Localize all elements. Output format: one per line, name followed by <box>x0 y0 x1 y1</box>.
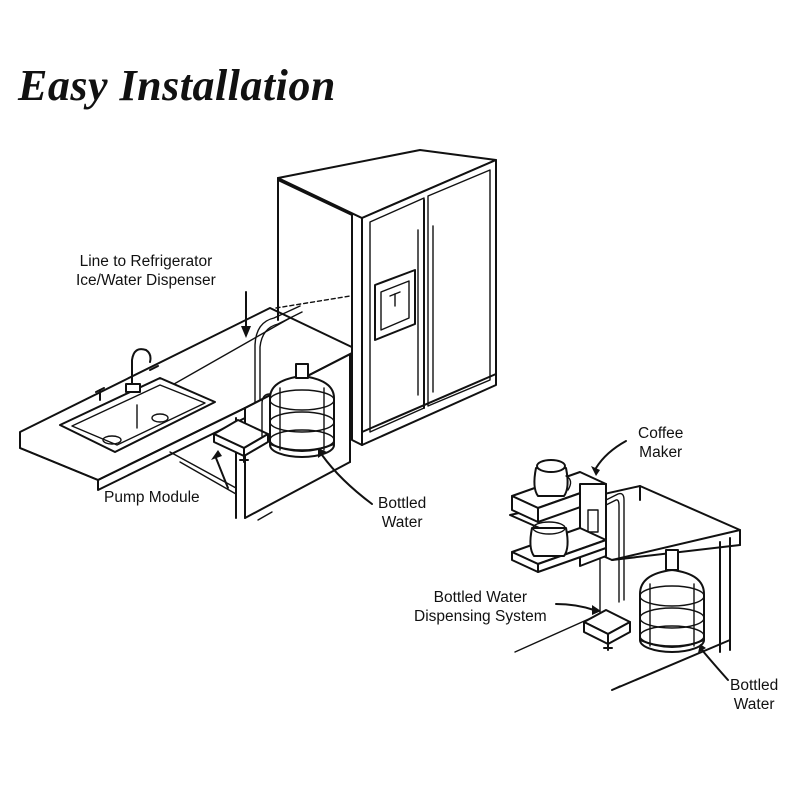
page-title: Easy Installation <box>18 61 336 110</box>
water-bottle-icon-2 <box>639 549 705 653</box>
label-coffee-maker-line1: Coffee <box>638 425 684 442</box>
label-bottled-water-2: Bottled Water <box>730 676 778 714</box>
label-dispensing-system: Bottled Water Dispensing System <box>414 588 547 626</box>
label-coffee-maker-line2: Maker <box>639 444 683 461</box>
water-line-to-fridge <box>254 295 351 403</box>
leader-lines <box>211 291 729 681</box>
label-dispensing-system-line1: Bottled Water <box>433 589 527 606</box>
label-bottled-water-1: Bottled Water <box>378 494 426 532</box>
pump-module-icon <box>213 393 271 463</box>
label-coffee-maker: Coffee Maker <box>638 424 683 462</box>
label-bottled-water-2-line1: Bottled <box>730 677 779 694</box>
water-line-to-coffee-maker <box>605 492 625 603</box>
label-bottled-water-2-line2: Water <box>733 696 775 713</box>
label-bottled-water-1-line1: Bottled <box>378 495 427 512</box>
label-dispensing-system-line2: Dispensing System <box>414 608 547 625</box>
carafe-icon <box>529 459 572 557</box>
faucet-icon <box>95 348 159 401</box>
label-line-to-refrigerator-line1: Line to Refrigerator <box>79 253 213 270</box>
label-bottled-water-1-line2: Water <box>381 514 423 531</box>
dispensing-system-icon <box>583 609 631 651</box>
label-line-to-refrigerator-line2: Ice/Water Dispenser <box>76 272 216 289</box>
refrigerator-icon <box>277 149 497 446</box>
label-line-to-refrigerator: Line to Refrigerator Ice/Water Dispenser <box>76 252 216 290</box>
label-pump-module: Pump Module <box>104 489 200 506</box>
sink-icon <box>59 377 216 453</box>
